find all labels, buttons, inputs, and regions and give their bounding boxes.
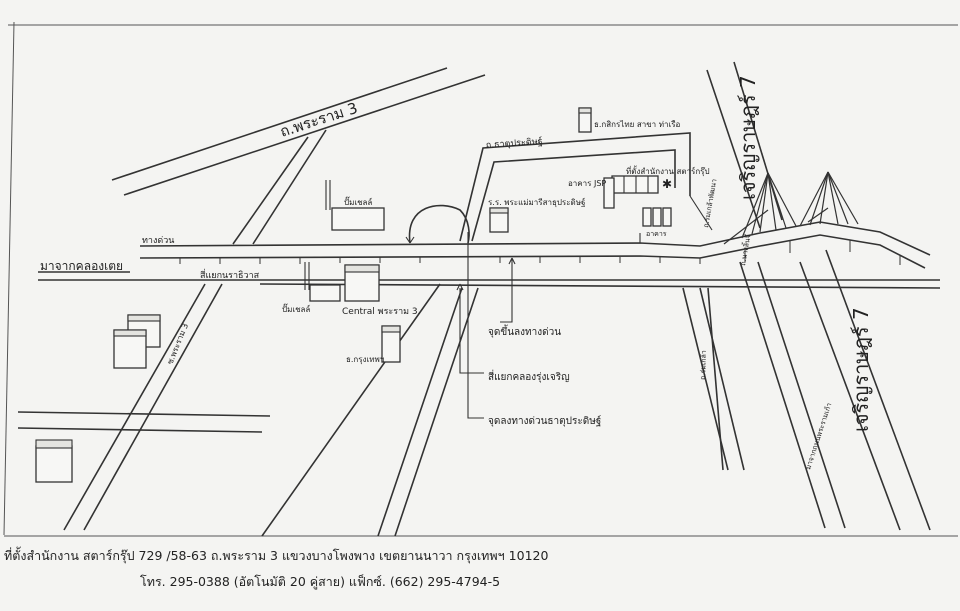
side-road-mid-label: ถ.ร่มเกล้า	[699, 350, 708, 380]
small-building-label: อาคาร	[646, 230, 667, 238]
rama3-road-label: ถ.พระราม 3	[278, 99, 360, 141]
office-building	[611, 175, 659, 194]
school-label: ร.ร. พระแม่มารีสาธุประดิษฐ์	[488, 197, 585, 207]
footer: ที่ตั้งสำนักงาน สตาร์กรุ๊ป 729 /58-63 ถ.…	[0, 538, 960, 611]
gas-station-top-label: ปั๊มเชลล์	[344, 196, 372, 207]
office-phone: โทร. 295-0388 (อัตโนมัติ 20 คู่สาย) แฟ็ก…	[140, 574, 501, 589]
small-road-label: ซ.พระราม 3	[166, 322, 191, 366]
lower-left-roads	[17, 283, 479, 537]
narathiwat-junction-label: สี่แยกนราธิวาส	[200, 268, 260, 281]
expressway-offramp-label: จุดลงทางด่วนธาตุประดิษฐ์	[488, 415, 601, 427]
khlong-junction-label: สี่แยกคลองรุ่งเจริญ	[488, 369, 570, 383]
rama3-road	[111, 67, 486, 196]
expressway	[139, 221, 931, 269]
expressway-label: ทางด่วน	[142, 236, 174, 246]
twin-buildings-left	[113, 314, 161, 369]
office-location-label: ที่ตั้งสำนักงาน สตาร์กรุ๊ป	[626, 165, 710, 176]
thanu-road-label: ถ.ธาตุประดิษฐ์	[485, 135, 543, 151]
kasikorn-bank-building	[578, 107, 592, 133]
expressway-ramp-arc	[408, 204, 470, 244]
central-label: Central พระราม 3.	[342, 307, 421, 317]
jsp-building-label: อาคาร JSP	[568, 179, 606, 188]
office-star-icon: ✱	[662, 177, 672, 191]
expressway-onramp-label: จุดขึ้นลงทางด่วน	[488, 324, 561, 338]
from-khlong-toei-label: มาจากคลองเตย	[40, 259, 123, 273]
gas-station-bottom-label: ปั๊มเชลล์	[282, 303, 310, 314]
right-side-roads	[682, 261, 846, 529]
office-address: ที่ตั้งสำนักงาน สตาร์กรุ๊ป 729 /58-63 ถ.…	[4, 548, 549, 563]
krungthep-bank-building	[381, 325, 401, 363]
small-building-right	[642, 207, 672, 227]
bridge-towers	[723, 171, 859, 245]
road-to-ring-label: มาจากถนนพระรามเก้า	[804, 402, 833, 471]
gas-station-bottom	[304, 262, 341, 302]
callout-lines	[456, 232, 516, 419]
charoenrat-bottom-label: เจริญราษฎร์ 7	[849, 307, 873, 432]
cube-building-bottom-left	[35, 439, 73, 483]
diagonal-road-upper	[232, 129, 327, 245]
side-road-right-label: ถ.ร่มเกล้าพัฒนา	[702, 178, 718, 228]
charoenrat-top-label: เจริญราษฎร์ 7	[736, 75, 760, 200]
map-left-border	[3, 21, 15, 536]
charoenrat-road	[706, 61, 931, 531]
kasikorn-bank-label: ธ.กสิกรไทย สาขา ท่าเรือ	[594, 120, 680, 129]
jsp-building	[603, 177, 615, 209]
thanu-road	[459, 132, 713, 242]
central-building	[344, 264, 380, 302]
krungthep-bank-label: ธ.กรุงเทพฯ	[346, 355, 384, 364]
gas-station-top	[325, 180, 385, 231]
school-building	[489, 207, 509, 233]
